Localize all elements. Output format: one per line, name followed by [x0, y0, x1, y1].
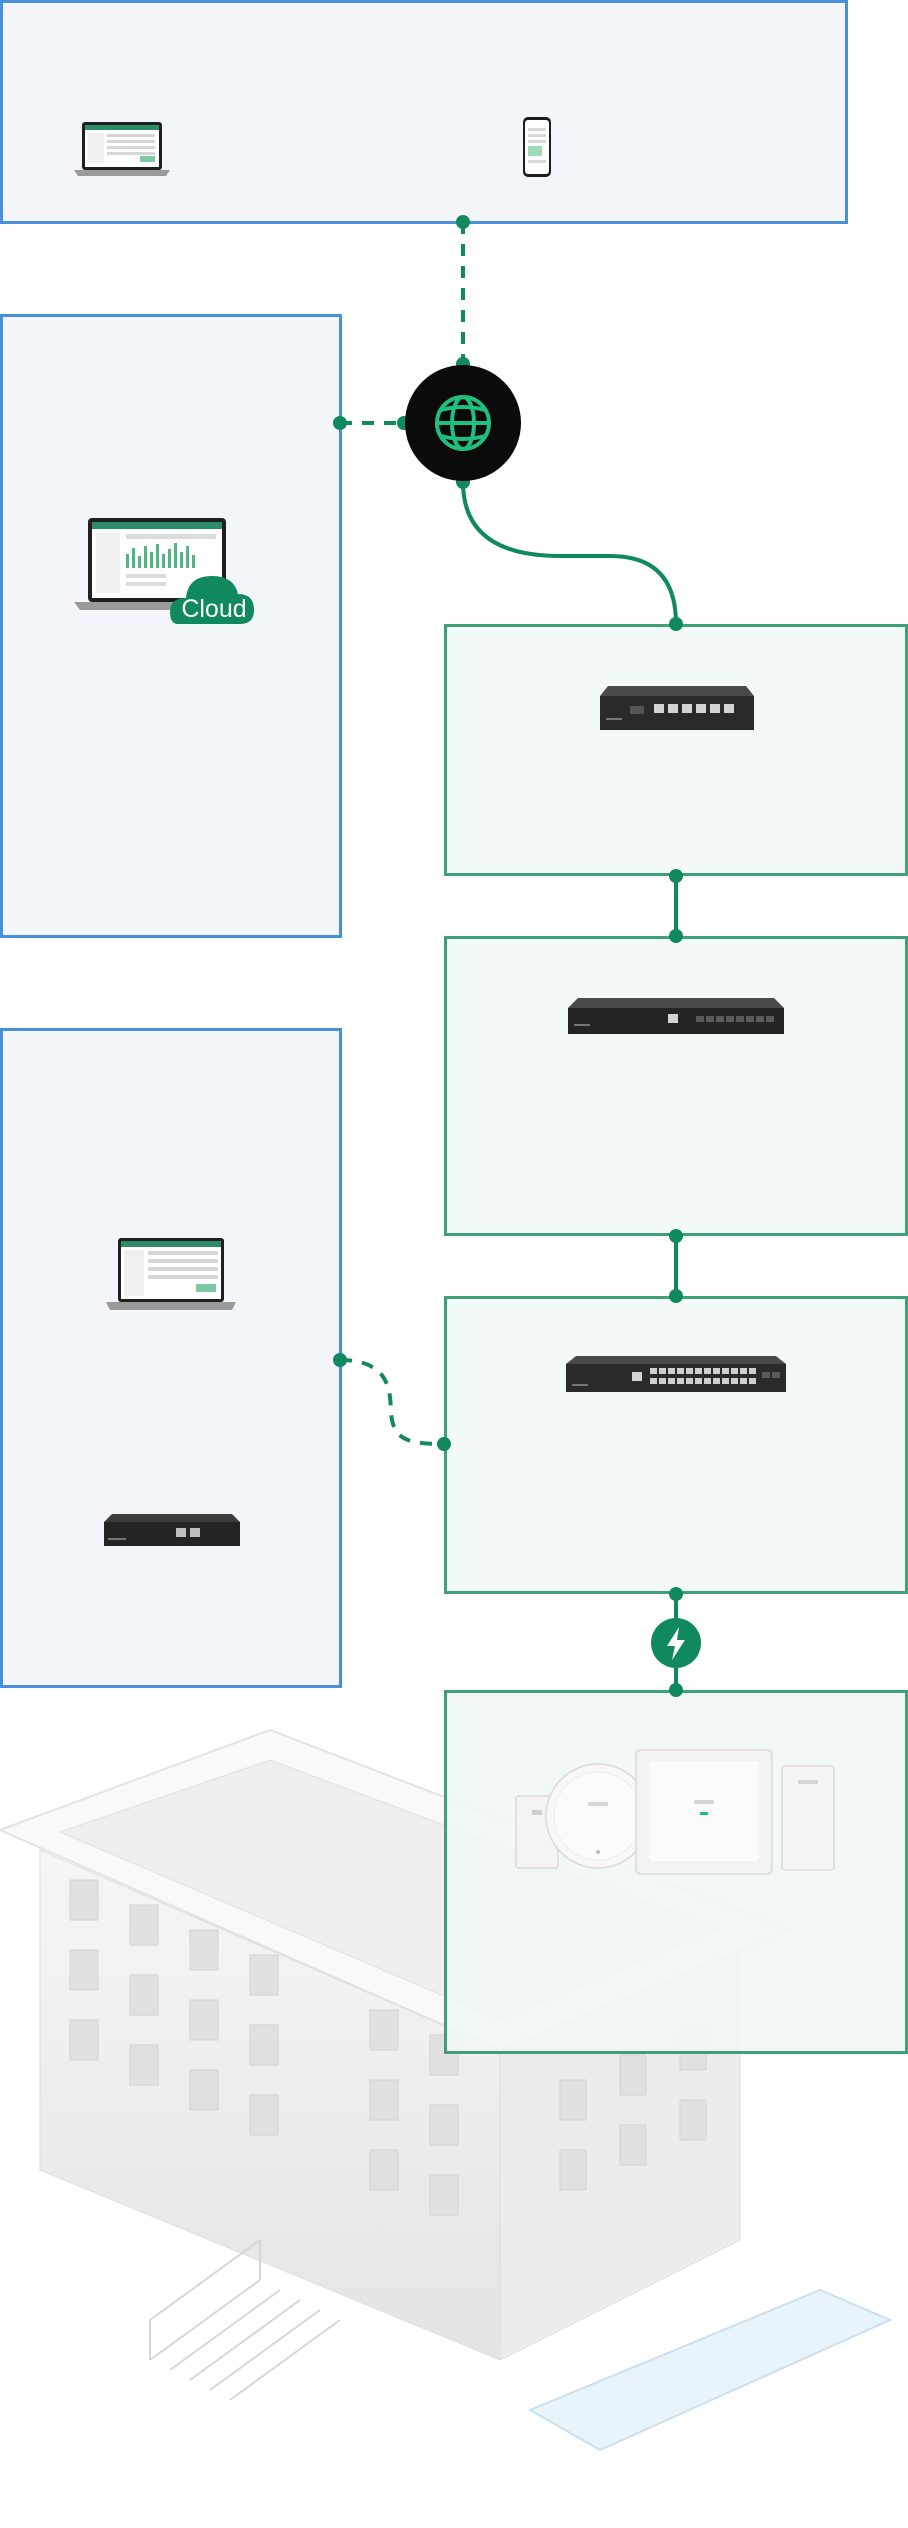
cloud-controller-laptop: Cloud [74, 518, 254, 624]
poe-power-node [651, 1618, 701, 1668]
cloud-badge-label: Cloud [181, 595, 246, 623]
connector-dot [333, 416, 347, 430]
globe-icon [435, 395, 491, 451]
core-switch-device [568, 998, 784, 1034]
connector-dot [669, 1229, 683, 1243]
connector-dot [669, 869, 683, 883]
wall-mount-access-point [781, 1765, 835, 1871]
ceiling-access-point [545, 1763, 651, 1869]
remote-management-panel [0, 0, 848, 224]
controller-to-access-link [339, 1358, 445, 1446]
access-switch-device [566, 1356, 786, 1392]
connector-dot [456, 215, 470, 229]
connector-dot [669, 1683, 683, 1697]
outdoor-access-point [635, 1749, 773, 1875]
local-controller-laptop [106, 1238, 236, 1310]
laptop-device [74, 122, 170, 176]
cloud-management-panel [0, 314, 342, 938]
gateway-panel [444, 624, 908, 876]
connector-dot [669, 1587, 683, 1601]
cloud-icon [170, 576, 254, 624]
access-points-group [515, 1749, 835, 1875]
connector-dot [669, 617, 683, 631]
smartphone-device [523, 117, 551, 177]
internet-to-gateway-link [461, 481, 678, 625]
connector-dot [669, 929, 683, 943]
internet-node [405, 365, 521, 481]
gateway-router-device [600, 686, 754, 730]
local-management-panel [0, 1028, 342, 1688]
connector-dot [669, 1289, 683, 1303]
hardware-controller-device [104, 1514, 240, 1546]
connector-dot [437, 1437, 451, 1451]
lightning-bolt-icon [667, 1627, 685, 1660]
connector-dot [333, 1353, 347, 1367]
